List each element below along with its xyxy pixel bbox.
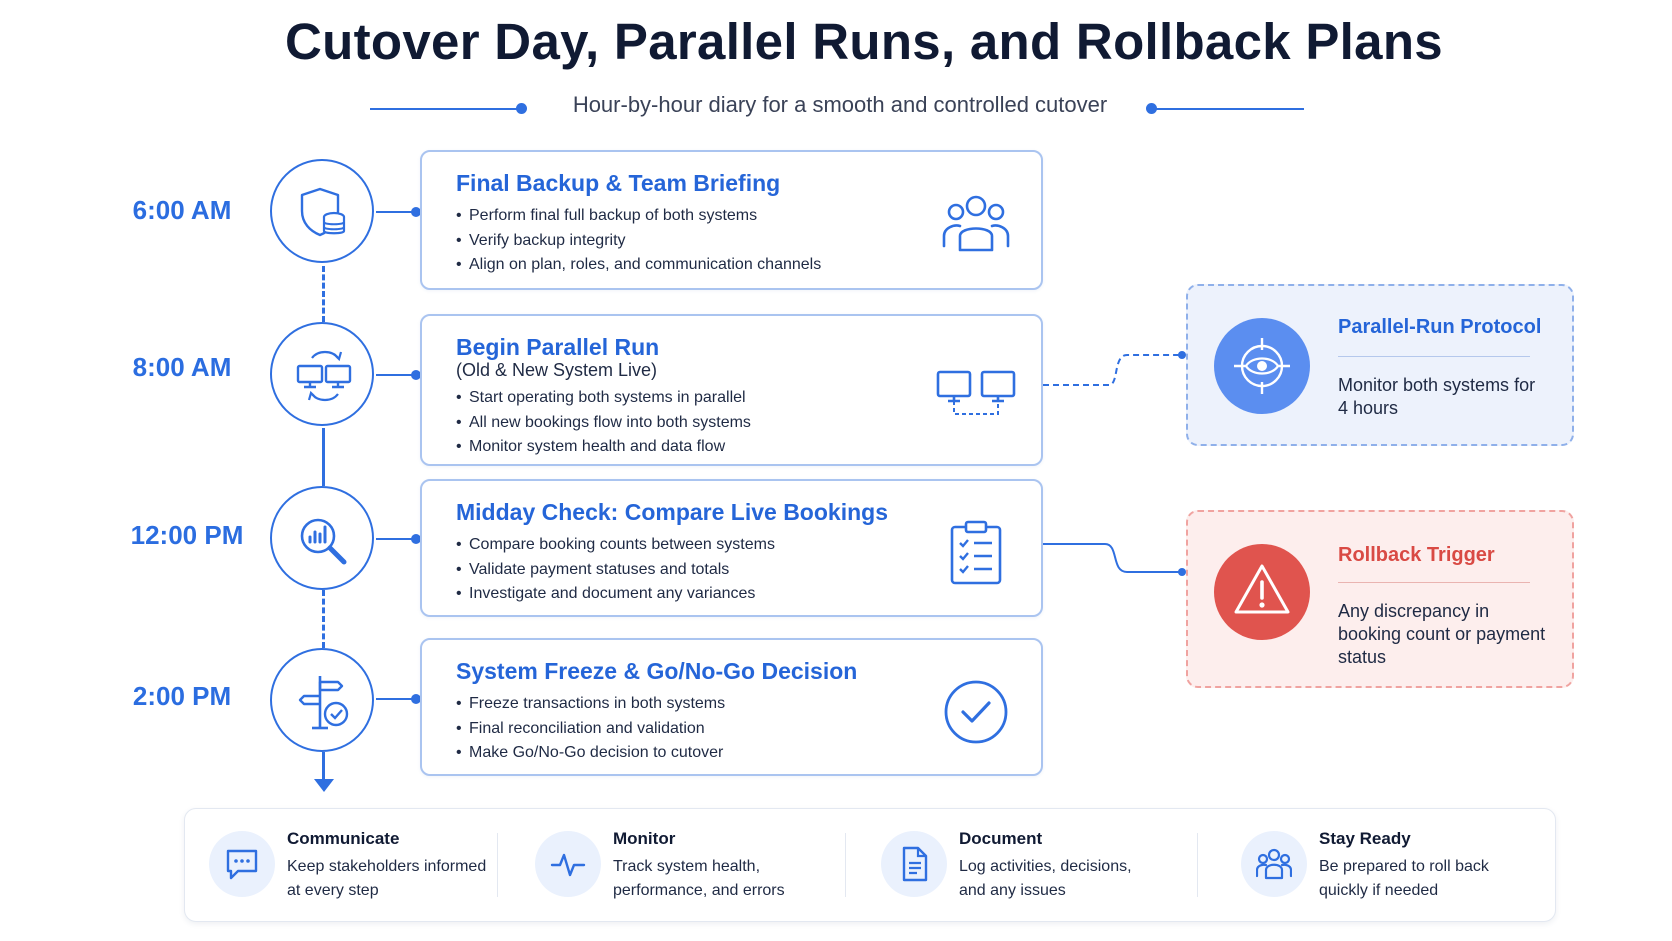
timeline-card: Begin Parallel Run (Old & New System Liv… (420, 314, 1043, 466)
timeline-node (270, 322, 374, 426)
connector-dot (411, 370, 421, 380)
timeline-connector-dashed (322, 266, 325, 322)
time-label: 6:00 AM (132, 195, 232, 225)
bullet-item: Monitor system health and data flow (456, 435, 751, 460)
card-bullets: Compare booking counts between systems V… (456, 533, 775, 607)
page-title: Cutover Day, Parallel Runs, and Rollback… (285, 13, 1443, 70)
parallel-run-protocol-panel: Parallel-Run Protocol Monitor both syste… (1186, 284, 1574, 446)
sync-monitors-icon (296, 350, 352, 402)
footer-divider (845, 833, 846, 897)
footer-icon-circle (1241, 831, 1307, 897)
clipboard-checklist-icon (950, 520, 1002, 585)
bullet-item: Perform final full backup of both system… (456, 204, 821, 229)
target-eye-icon (1234, 338, 1290, 394)
signpost-check-icon (298, 676, 349, 730)
dual-monitor-icon (936, 370, 1016, 415)
node-connector (376, 538, 416, 540)
footer-text: Log activities, decisions, and any issue… (959, 858, 1132, 899)
shield-database-icon (300, 187, 346, 237)
protocol-text: Monitor both systems for 4 hours (1338, 375, 1536, 418)
card-title: Midday Check: Compare Live Bookings (456, 499, 888, 525)
bullet-item: Freeze transactions in both systems (456, 692, 725, 717)
time-label: 12:00 PM (130, 520, 244, 550)
page-subtitle: Hour-by-hour diary for a smooth and cont… (572, 92, 1108, 117)
card-title: System Freeze & Go/No-Go Decision (456, 658, 858, 684)
bullet-item: All new bookings flow into both systems (456, 411, 751, 436)
time-label: 2:00 PM (132, 681, 232, 711)
bullet-item: Compare booking counts between systems (456, 533, 775, 558)
protocol-badge (1214, 318, 1310, 414)
card-bullets: Freeze transactions in both systems Fina… (456, 692, 725, 766)
team-icon (1256, 848, 1292, 880)
connector-dot (411, 694, 421, 704)
protocol-rule (1338, 356, 1530, 357)
time-label: 8:00 AM (132, 352, 232, 382)
bullet-item: Final reconciliation and validation (456, 717, 725, 742)
chat-bubble-icon (226, 849, 258, 880)
footer-text: Be prepared to roll back quickly if need… (1319, 858, 1489, 899)
best-practices-footer: Communicate Keep stakeholders informed a… (184, 808, 1556, 922)
footer-text: Keep stakeholders informed at every step (287, 858, 487, 899)
timeline-card: Final Backup & Team Briefing Perform fin… (420, 150, 1043, 290)
footer-item-document: Document Log activities, decisions, and … (857, 809, 1197, 921)
subtitle-bar: Hour-by-hour diary for a smooth and cont… (370, 88, 1310, 128)
bullet-item: Align on plan, roles, and communication … (456, 253, 821, 278)
timeline-card: Midday Check: Compare Live Bookings Comp… (420, 479, 1043, 617)
footer-divider (1197, 833, 1198, 897)
footer-title: Document (959, 829, 1043, 848)
node-connector (376, 211, 416, 213)
check-circle-icon (944, 680, 1008, 744)
subtitle-line-right (1156, 108, 1304, 110)
footer-title: Stay Ready (1319, 829, 1411, 848)
timeline-node (270, 486, 374, 590)
rollback-text: Any discrepancy in booking count or paym… (1338, 601, 1546, 667)
rollback-connector (1043, 543, 1186, 576)
subtitle-line-left (370, 108, 518, 110)
card-title: Final Backup & Team Briefing (456, 170, 781, 196)
node-connector (376, 374, 416, 376)
warning-triangle-icon (1234, 564, 1290, 614)
timeline-connector-dashed (322, 590, 325, 648)
timeline-connector (322, 428, 325, 486)
timeline-node (270, 648, 374, 752)
card-bullets: Perform final full backup of both system… (456, 204, 821, 278)
rollback-title: Rollback Trigger (1338, 544, 1495, 566)
bullet-item: Verify backup integrity (456, 229, 821, 254)
chart-magnifier-icon (300, 518, 347, 565)
footer-icon-circle (209, 831, 275, 897)
footer-icon-circle (535, 831, 601, 897)
bullet-item: Start operating both systems in parallel (456, 386, 751, 411)
bullet-item: Validate payment statuses and totals (456, 558, 775, 583)
bullet-item: Investigate and document any variances (456, 582, 775, 607)
rollback-rule (1338, 582, 1530, 583)
footer-item-stay-ready: Stay Ready Be prepared to roll back quic… (1217, 809, 1537, 921)
timeline-node (270, 159, 374, 263)
footer-title: Monitor (613, 829, 676, 848)
pulse-icon (550, 853, 586, 877)
card-title: Begin Parallel Run (456, 334, 660, 360)
footer-title: Communicate (287, 829, 400, 848)
card-subtitle: (Old & New System Live) (456, 360, 658, 380)
rollback-badge (1214, 544, 1310, 640)
footer-divider (497, 833, 498, 897)
subtitle-dot-right (1146, 103, 1157, 114)
document-icon (902, 846, 928, 882)
timeline-arrow-icon (314, 779, 334, 792)
card-bullets: Start operating both systems in parallel… (456, 386, 751, 460)
connector-dot (411, 534, 421, 544)
timeline-card: System Freeze & Go/No-Go Decision Freeze… (420, 638, 1043, 776)
connector-dot (411, 207, 421, 217)
footer-item-monitor: Monitor Track system health, performance… (511, 809, 841, 921)
bullet-item: Make Go/No-Go decision to cutover (456, 741, 725, 766)
footer-icon-circle (881, 831, 947, 897)
rollback-trigger-panel: Rollback Trigger Any discrepancy in book… (1186, 510, 1574, 688)
footer-item-communicate: Communicate Keep stakeholders informed a… (185, 809, 495, 921)
timeline-connector (322, 752, 325, 786)
subtitle-dot-left (516, 103, 527, 114)
footer-text: Track system health, performance, and er… (613, 858, 785, 899)
node-connector (376, 698, 416, 700)
protocol-connector (1043, 351, 1186, 386)
team-icon (942, 195, 1010, 252)
protocol-title: Parallel-Run Protocol (1338, 316, 1542, 338)
